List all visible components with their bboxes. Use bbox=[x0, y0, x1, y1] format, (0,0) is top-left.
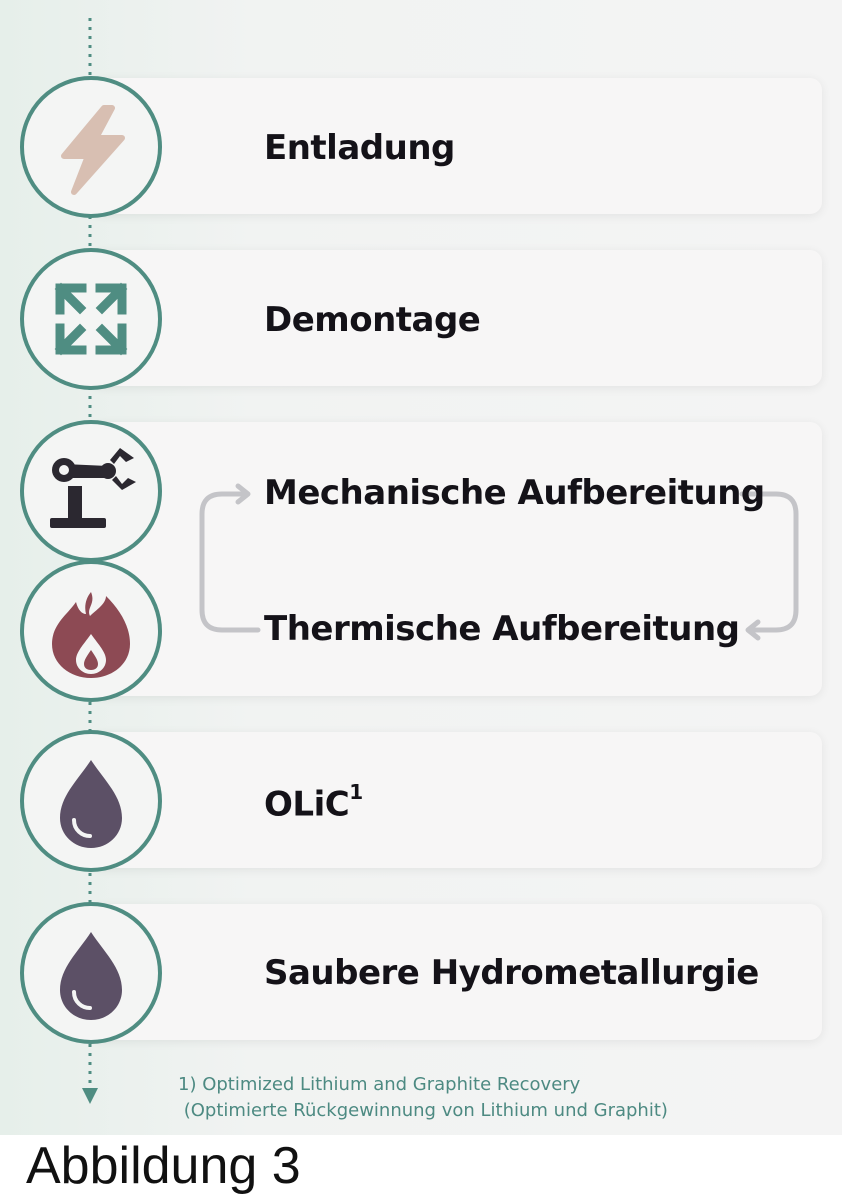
footnote: 1) Optimized Lithium and Graphite Recove… bbox=[178, 1072, 668, 1124]
droplet-icon bbox=[20, 730, 162, 872]
figure-caption: Abbildung 3 bbox=[26, 1137, 301, 1195]
flame-icon bbox=[20, 560, 162, 702]
cycle-arrows bbox=[199, 483, 799, 641]
step-card-olic bbox=[90, 732, 822, 868]
footnote-line-2: (Optimierte Rückgewinnung von Lithium un… bbox=[183, 1100, 668, 1121]
lightning-icon bbox=[20, 76, 162, 218]
step-label-entladung: Entladung bbox=[264, 128, 455, 168]
step-label-saubere-hydrometallurgie: Saubere Hydrometallurgie bbox=[264, 953, 759, 993]
timeline-arrow-head bbox=[82, 1088, 98, 1104]
droplet-icon bbox=[20, 902, 162, 1044]
step-card-demontage bbox=[90, 250, 822, 386]
step-card-aufbereitung bbox=[90, 422, 822, 696]
step-card-hydrometallurgie bbox=[90, 904, 822, 1040]
step-label-mechanische-aufbereitung: Mechanische Aufbereitung bbox=[264, 473, 765, 513]
step-label-demontage: Demontage bbox=[264, 300, 481, 340]
olic-footnote-marker: 1 bbox=[349, 780, 363, 804]
step-label-olic: OLiC1 bbox=[264, 782, 363, 825]
step-label-thermische-aufbereitung: Thermische Aufbereitung bbox=[264, 609, 740, 649]
footnote-line-1: 1) Optimized Lithium and Graphite Recove… bbox=[178, 1074, 581, 1095]
expand-arrows-icon bbox=[20, 248, 162, 390]
process-diagram: Entladung Demontage Mechanische Aufberei… bbox=[0, 0, 842, 1135]
robot-arm-icon bbox=[20, 420, 162, 562]
olic-text: OLiC bbox=[264, 784, 350, 825]
step-card-entladung bbox=[90, 78, 822, 214]
